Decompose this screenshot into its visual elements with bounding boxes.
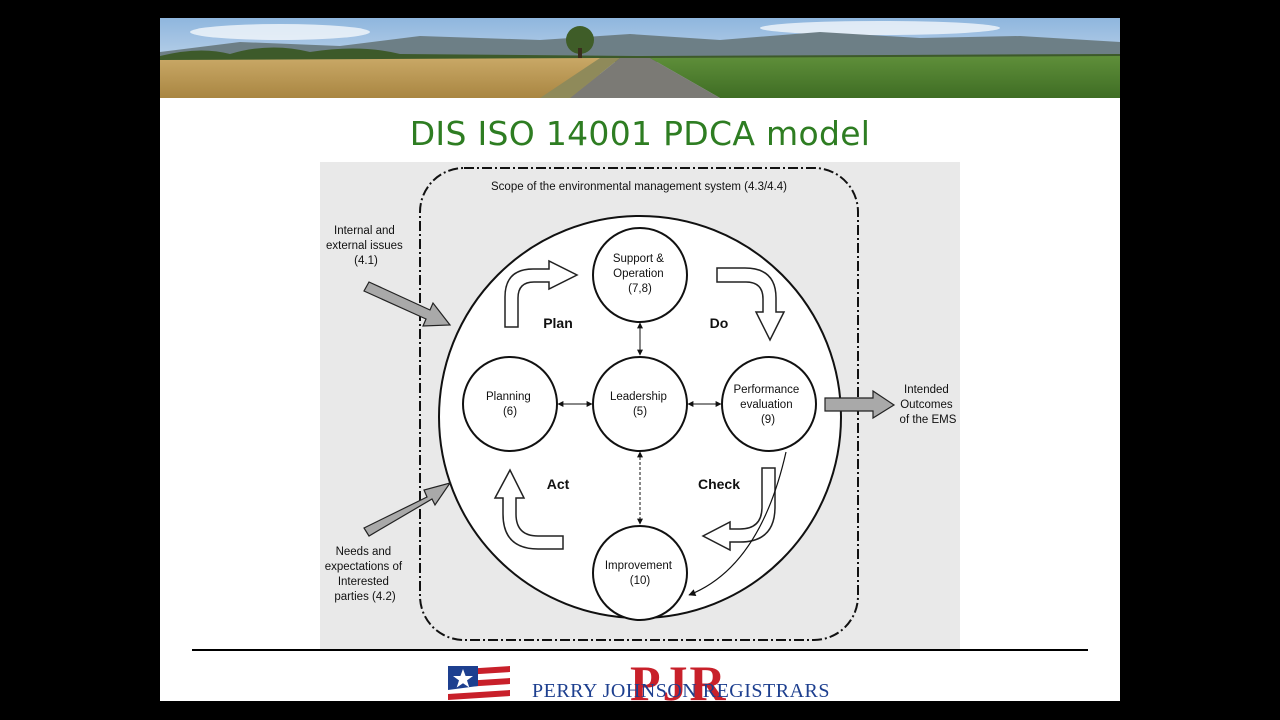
scope-label: Scope of the environmental management sy… xyxy=(491,181,787,193)
support-operation-node xyxy=(592,227,688,323)
pdca-diagram: Scope of the environmental management sy… xyxy=(320,162,960,649)
leadership-label: Leadership (5) xyxy=(610,391,670,418)
slide-title: DIS ISO 14001 PDCA model xyxy=(409,114,871,153)
outcomes-label: Intended Outcomes of the EMS xyxy=(900,384,957,426)
phase-act-label: Act xyxy=(547,476,570,492)
check-flow-arrow xyxy=(701,467,776,552)
leadership-node xyxy=(592,356,688,452)
performance-evaluation-label: Performance evaluation (9) xyxy=(733,384,802,426)
connector-performance-improvement xyxy=(688,451,787,596)
pjr-flag-logo xyxy=(448,666,510,701)
slide: DIS ISO 14001 PDCA model Scope of the en… xyxy=(160,18,1120,701)
company-name: PERRY JOHNSON REGISTRARS xyxy=(532,680,830,701)
issues-label: Internal and external issues (4.1) xyxy=(326,225,406,267)
do-flow-arrow xyxy=(716,267,786,342)
issues-input-arrow xyxy=(363,281,452,327)
improvement-label: Improvement (10) xyxy=(605,560,675,587)
pjr-mark: PJR xyxy=(630,655,728,701)
outcomes-output-arrow xyxy=(824,389,896,420)
needs-label: Needs and expectations of Interested par… xyxy=(325,546,406,603)
act-flow-arrow xyxy=(493,468,564,550)
planning-node xyxy=(462,356,558,452)
planning-label: Planning (6) xyxy=(486,391,534,418)
phase-plan-label: Plan xyxy=(543,315,573,331)
improvement-node xyxy=(592,525,688,621)
phase-do-label: Do xyxy=(710,315,729,331)
scope-boundary xyxy=(419,167,859,641)
plan-flow-arrow xyxy=(504,259,579,328)
phase-check-label: Check xyxy=(698,476,740,492)
landscape-banner-image xyxy=(160,18,1120,98)
performance-evaluation-node xyxy=(721,356,817,452)
needs-input-arrow xyxy=(363,481,452,537)
footer-divider xyxy=(192,649,1088,651)
support-operation-label: Support & Operation (7,8) xyxy=(613,253,667,295)
